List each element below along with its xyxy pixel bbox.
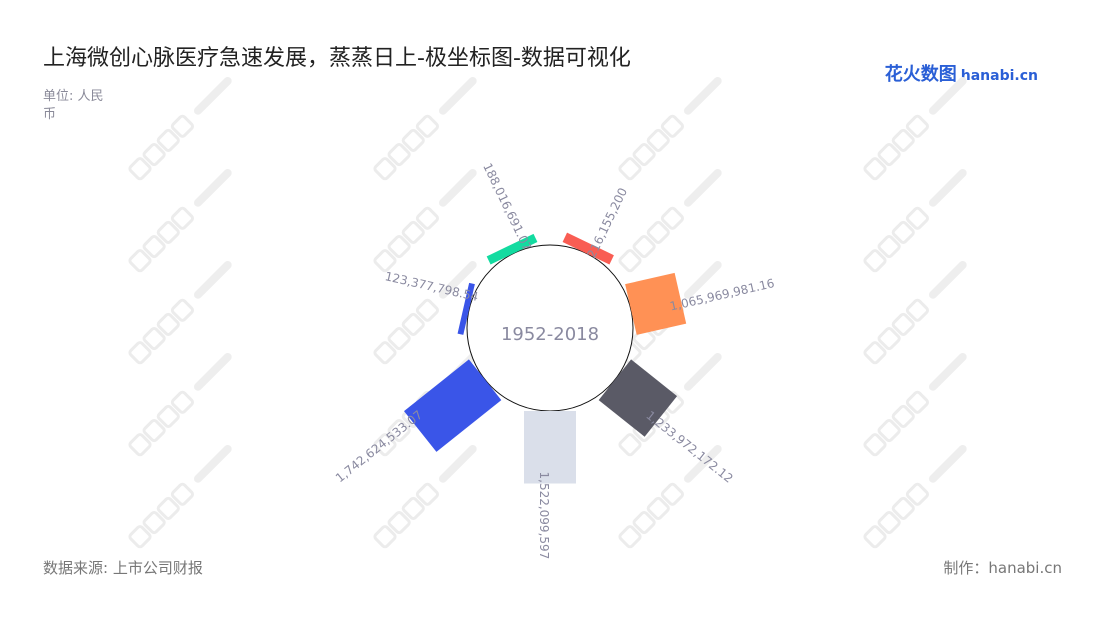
watermark-logo <box>618 77 722 181</box>
watermark-logo <box>373 261 477 365</box>
data-source: 数据来源: 上市公司财报 <box>43 559 203 577</box>
bar-data-label: 1,233,972,172.12 <box>643 408 735 486</box>
logo-cn: 花火数图 <box>884 64 957 85</box>
polar-bar <box>486 233 538 265</box>
watermark-logo <box>373 445 477 549</box>
watermark-logo <box>128 445 232 549</box>
polar-bar <box>562 232 614 265</box>
bar-data-label: 188,016,691.07 <box>480 161 534 253</box>
watermark-logo <box>618 445 722 549</box>
polar-bar <box>457 282 475 335</box>
logo-en: hanabi.cn <box>960 68 1038 84</box>
watermark-logo <box>618 169 722 273</box>
watermark-logo <box>863 77 967 181</box>
credit: 制作：hanabi.cn <box>943 559 1062 577</box>
bar-data-label: 1,065,969,981.16 <box>668 276 775 313</box>
page-title: 上海微创心脉医疗急速发展，蒸蒸日上-极坐标图-数据可视化 <box>43 46 631 71</box>
watermark-logo <box>863 353 967 457</box>
watermark-logo <box>128 353 232 457</box>
watermark-logo <box>863 169 967 273</box>
watermark-logo <box>373 169 477 273</box>
watermark-logo <box>128 261 232 365</box>
watermark-logo <box>863 445 967 549</box>
polar-bar <box>524 411 576 484</box>
polar-bar <box>404 359 502 452</box>
bar-data-label: 123,377,798.54 <box>384 269 480 304</box>
polar-bar <box>598 359 678 437</box>
bar-data-label: 1,522,099,597 <box>537 471 551 559</box>
logo: 花火数图 hanabi.cn <box>885 60 1038 86</box>
bar-data-label: 1,742,624,533.07 <box>333 408 425 486</box>
watermark-logo <box>863 261 967 365</box>
unit-label: 单位: 人民币 <box>43 89 104 122</box>
center-label: 1952-2018 <box>501 324 599 345</box>
watermark-logo <box>373 77 477 181</box>
polar-bar <box>625 272 687 335</box>
bar-data-label: 216,155,200 <box>584 186 630 261</box>
watermark-logo <box>128 169 232 273</box>
watermark-logo <box>128 77 232 181</box>
